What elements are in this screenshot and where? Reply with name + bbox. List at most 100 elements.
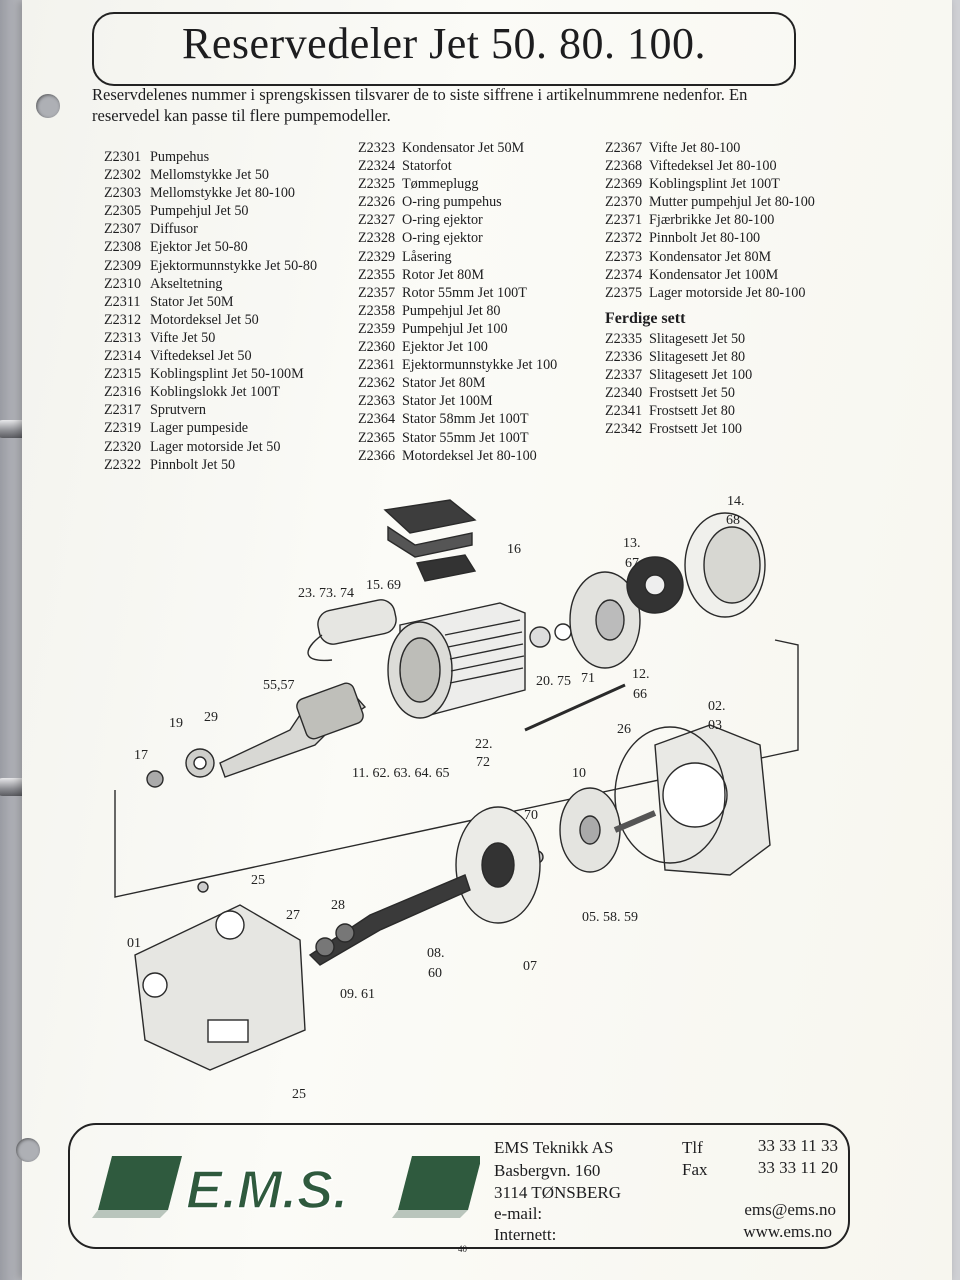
part-code: Z2358: [358, 302, 396, 319]
part-code: Z2335: [605, 330, 643, 347]
ejector: [308, 874, 471, 966]
part-code: Z2341: [605, 403, 643, 420]
part-name: Pinnbolt Jet 50: [150, 456, 236, 473]
part-row: Z2341 Frostsett Jet 80: [605, 402, 815, 420]
part-code: Z2314: [104, 348, 142, 365]
callout: 60: [428, 966, 442, 981]
callout: 12.: [632, 667, 650, 682]
part-code: Z2369: [605, 176, 643, 193]
part-row: Z2312 Motordeksel Jet 50: [104, 311, 317, 329]
part-row: Z2315 Koblingsplint Jet 50-100M: [104, 365, 317, 383]
part-name: Rotor Jet 80M: [402, 266, 484, 283]
fax-label: Fax: [682, 1160, 708, 1179]
email-address[interactable]: ems@ems.no: [744, 1200, 836, 1219]
part-name: Stator Jet 100M: [402, 393, 493, 410]
company-name: EMS Teknikk AS: [494, 1138, 614, 1157]
part-name: Statorfot: [402, 158, 452, 175]
part-name: Mutter pumpehjul Jet 80-100: [649, 194, 815, 211]
callout: 11. 62. 63. 64. 65: [352, 766, 449, 781]
part-code: Z2357: [358, 284, 396, 301]
part-name: Motordeksel Jet 50: [150, 311, 259, 328]
callout: 66: [633, 687, 647, 702]
part-code: Z2312: [104, 311, 142, 328]
part-code: Z2326: [358, 194, 396, 211]
part-name: Tømmeplugg: [402, 176, 479, 193]
terminal-box-cover: [383, 499, 477, 534]
part-name: Låsering: [402, 248, 452, 265]
fax-number: 33 33 11 20: [757, 1158, 838, 1177]
part-name: Slitagesett Jet 50: [649, 330, 746, 347]
callout: 03: [708, 718, 722, 733]
part-code: Z2375: [605, 284, 643, 301]
part-name: Mellomstykke Jet 50: [150, 167, 270, 184]
o-ring-ejector: [335, 923, 355, 943]
callout: 01: [127, 936, 141, 951]
company-street: Basbergvn. 160: [494, 1161, 601, 1180]
callout: 70: [524, 808, 538, 823]
intro-text: Reservdelenes nummer i sprengskissen til…: [92, 85, 748, 125]
part-name: Koblingsplint Jet 100T: [649, 176, 780, 193]
phone-label: Tlf: [682, 1138, 703, 1157]
website-link[interactable]: www.ems.no: [743, 1222, 832, 1241]
part-code: Z2342: [605, 421, 643, 438]
part-code: Z2360: [358, 339, 396, 356]
part-code: Z2366: [358, 447, 396, 464]
page-title: Reservedeler Jet 50. 80. 100.: [181, 19, 707, 68]
part-name: Frostsett Jet 80: [649, 403, 735, 420]
part-code: Z2328: [358, 230, 396, 247]
part-name: Motordeksel Jet 80-100: [402, 447, 537, 464]
page-number: 40: [458, 1244, 467, 1254]
part-code: Z2364: [358, 411, 396, 428]
callout: 17: [134, 748, 148, 763]
part-name: Pumpehjul Jet 100: [402, 320, 508, 337]
part-code: Z2374: [605, 266, 643, 283]
part-code: Z2311: [104, 293, 141, 310]
part-row: Z2301 Pumpehus: [104, 148, 317, 166]
part-code: Z2301: [104, 149, 142, 165]
part-name: Koblingsplint Jet 50-100M: [150, 366, 304, 383]
part-code: Z2316: [104, 384, 142, 401]
part-code: Z2315: [104, 366, 142, 383]
part-code: Z2325: [358, 176, 396, 193]
callout: 68: [726, 513, 740, 528]
part-name: Koblingslokk Jet 100T: [150, 384, 281, 401]
callout: 05. 58. 59: [582, 910, 638, 925]
part-name: Mellomstykke Jet 80-100: [150, 185, 296, 202]
part-row: Z2369 Koblingsplint Jet 100T: [605, 175, 815, 193]
callout: 72: [476, 755, 490, 770]
part-code: Z2309: [104, 257, 142, 274]
part-code: Z2322: [104, 456, 142, 473]
diagram-callouts: 14. 68 13. 67 16 15. 69 23. 73. 74 55,57…: [127, 494, 745, 1102]
part-name: Lager pumpeside: [150, 420, 249, 437]
part-name: Akseltetning: [150, 275, 223, 292]
part-row: Z2366 Motordeksel Jet 80-100: [358, 447, 557, 465]
part-name: Pinnbolt Jet 80-100: [649, 230, 761, 247]
capacitor: [317, 599, 397, 645]
part-name: Pumpehus: [150, 149, 210, 165]
part-name: Viftedeksel Jet 80-100: [649, 158, 777, 175]
callout: 25: [292, 1087, 306, 1102]
